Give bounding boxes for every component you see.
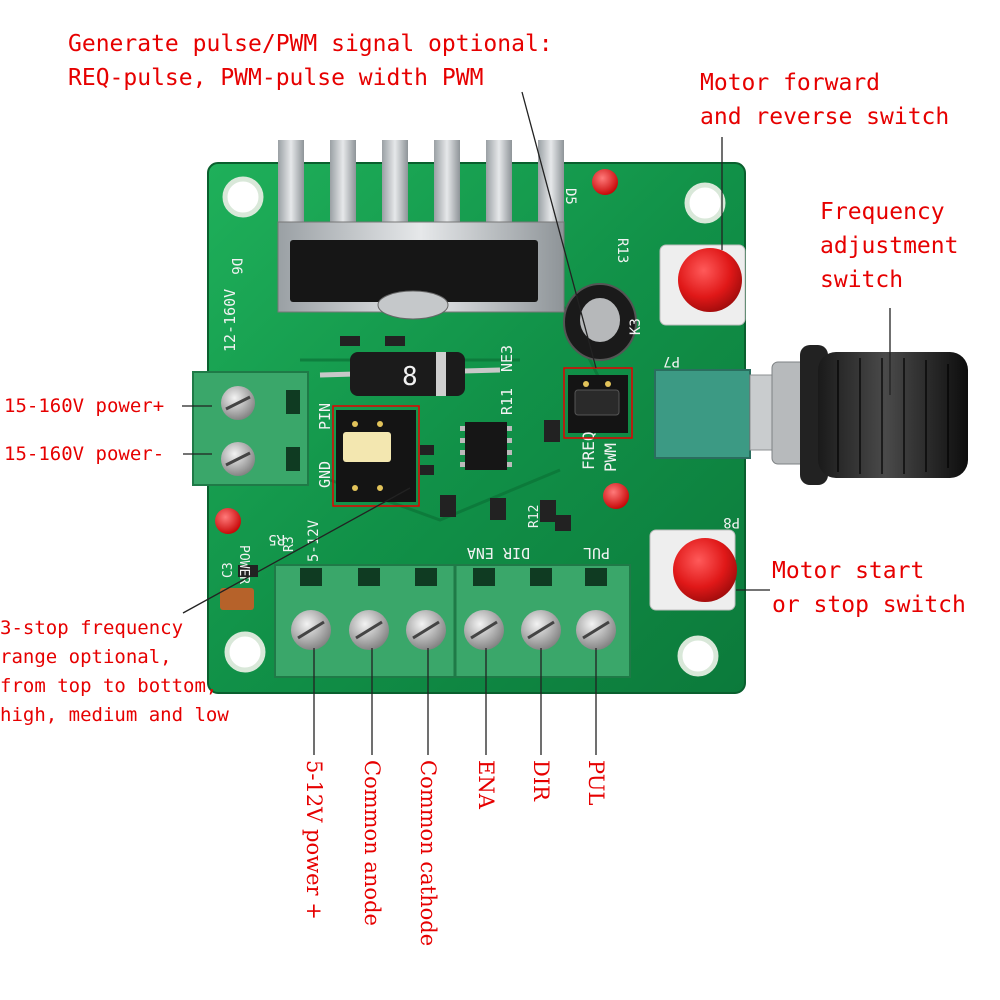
direction-switch-label-line2: and reverse switch bbox=[700, 104, 950, 130]
silk-r5: R5 bbox=[268, 531, 285, 547]
power-minus-label: 15-160V power- bbox=[4, 443, 165, 465]
pwm-signal-label-line1: Generate pulse/PWM signal optional: bbox=[68, 31, 553, 57]
ic-chip bbox=[460, 422, 512, 470]
frequency-switch-label-line1: Frequency bbox=[820, 199, 945, 225]
frequency-switch-label-line2: adjustment bbox=[820, 233, 959, 259]
led-indicators bbox=[215, 169, 629, 534]
start-stop-switch bbox=[649, 529, 737, 611]
frequency-jumper bbox=[336, 410, 416, 502]
silk-d5: D5 bbox=[562, 188, 578, 205]
power-plus-label: 15-160V power+ bbox=[4, 395, 165, 417]
silk-power: POWER bbox=[236, 545, 251, 584]
terminal-label-common-cathode: Common cathode bbox=[416, 760, 440, 947]
signal-terminal-block bbox=[274, 564, 631, 678]
silk-c3: C3 bbox=[221, 562, 236, 578]
range-label-line1: 3-stop frequency bbox=[0, 617, 184, 639]
silk-p8: P8 bbox=[723, 514, 740, 530]
silk-k3: K3 bbox=[628, 318, 644, 335]
silk-p7: P7 bbox=[663, 353, 680, 369]
silk-pwm: PWM bbox=[601, 443, 620, 472]
silk-r13: R13 bbox=[614, 238, 630, 263]
terminal-label-common-anode: Common anode bbox=[360, 760, 384, 926]
frequency-potentiometer bbox=[654, 345, 968, 485]
pwm-jumper-highlight bbox=[563, 367, 633, 439]
terminal-label-dir: DIR bbox=[529, 760, 553, 801]
silk-r11: R11 bbox=[498, 388, 516, 415]
smd-components bbox=[220, 336, 571, 610]
diode-code: 8 bbox=[402, 362, 418, 392]
silkscreen-text: 12-160V D5 R13 D6 K3 P7 NE3 R11 FREQ PWM… bbox=[221, 188, 740, 584]
pwm-signal-label-line2: REQ-pulse, PWM-pulse width PWM bbox=[68, 65, 484, 91]
silk-voltage: 12-160V bbox=[221, 289, 239, 352]
range-label-line4: high, medium and low bbox=[0, 704, 229, 726]
silk-freq: FREQ bbox=[579, 431, 598, 470]
silk-pul: PUL bbox=[583, 544, 610, 562]
terminal-label-ena: ENA bbox=[474, 760, 498, 809]
range-label-line3: from top to bottom, bbox=[0, 675, 218, 697]
start-stop-label-line1: Motor start bbox=[772, 558, 925, 584]
heatsink bbox=[277, 140, 565, 320]
silk-pin: PIN bbox=[316, 403, 334, 430]
start-stop-label-line2: or stop switch bbox=[772, 592, 966, 618]
terminal-label-power: 5-12V power + bbox=[302, 760, 326, 920]
silk-d6: D6 bbox=[228, 258, 244, 275]
silk-dir-ena: DIR ENA bbox=[467, 544, 530, 562]
frequency-switch-label-line3: switch bbox=[820, 267, 904, 293]
capacitor bbox=[563, 283, 637, 361]
range-label-line2: range optional, bbox=[0, 646, 172, 668]
silk-r12: R12 bbox=[527, 505, 542, 528]
pwm-mode-jumper bbox=[568, 375, 628, 433]
direction-switch-label-line1: Motor forward bbox=[700, 70, 881, 96]
power-diode: 8 bbox=[319, 352, 501, 396]
silk-r3: R3 bbox=[282, 536, 297, 552]
leader-lines bbox=[182, 91, 891, 755]
terminal-label-pul: PUL bbox=[584, 760, 608, 806]
power-terminal-block bbox=[192, 371, 309, 486]
silk-ne3: NE3 bbox=[498, 345, 516, 372]
direction-switch bbox=[659, 244, 746, 326]
silk-gnd: GND bbox=[316, 461, 334, 488]
